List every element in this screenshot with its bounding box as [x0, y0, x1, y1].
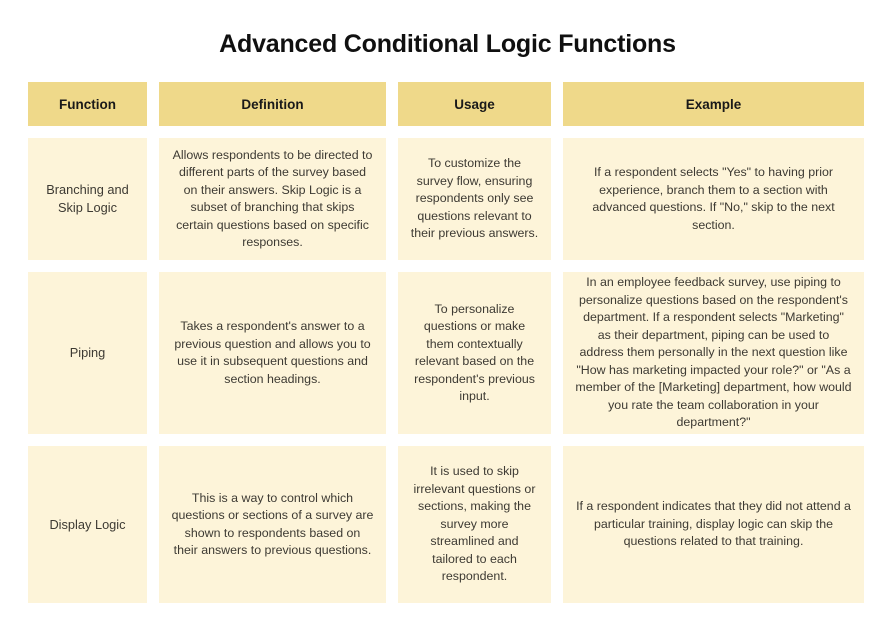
column-header-function: Function [28, 82, 147, 126]
cell-function-text: Display Logic [49, 516, 126, 532]
cell-definition: Allows respondents to be directed to dif… [159, 138, 386, 260]
cell-example-text: If a respondent selects "Yes" to having … [592, 165, 835, 232]
column-header-example: Example [563, 82, 864, 126]
column-header-example-label: Example [685, 96, 742, 112]
conditional-logic-table: Function Definition Usage Example Branch… [28, 82, 866, 603]
cell-definition-text: Allows respondents to be directed to dif… [172, 147, 373, 250]
cell-example-text: If a respondent indicates that they did … [576, 499, 851, 549]
table-row: Display Logic This is a way to control w… [28, 446, 866, 603]
cell-example-text: In an employee feedback survey, use pipi… [575, 275, 852, 430]
table-header-row: Function Definition Usage Example [28, 82, 866, 126]
cell-usage: To personalize questions or make them co… [398, 272, 551, 434]
cell-usage-text: To personalize questions or make them co… [414, 301, 535, 404]
cell-usage: To customize the survey flow, ensuring r… [398, 138, 551, 260]
cell-definition-text: Takes a respondent's answer to a previou… [174, 319, 371, 386]
cell-usage: It is used to skip irrelevant questions … [398, 446, 551, 603]
cell-definition-text: This is a way to control which questions… [171, 490, 374, 558]
column-header-definition-label: Definition [241, 96, 304, 112]
cell-example: If a respondent selects "Yes" to having … [563, 138, 864, 260]
column-header-definition: Definition [159, 82, 386, 126]
cell-definition: Takes a respondent's answer to a previou… [159, 272, 386, 434]
column-header-usage-label: Usage [454, 96, 495, 112]
table-row: Piping Takes a respondent's answer to a … [28, 272, 866, 434]
cell-function-text: Branching and Skip Logic [46, 182, 129, 215]
cell-usage-text: To customize the survey flow, ensuring r… [410, 156, 539, 241]
cell-function: Display Logic [28, 446, 147, 603]
column-header-usage: Usage [398, 82, 551, 126]
column-header-function-label: Function [59, 96, 116, 112]
cell-definition: This is a way to control which questions… [159, 446, 386, 603]
page-title: Advanced Conditional Logic Functions [219, 30, 676, 58]
cell-function: Piping [28, 272, 147, 434]
table-row: Branching and Skip Logic Allows responde… [28, 138, 866, 260]
cell-example: If a respondent indicates that they did … [563, 446, 864, 603]
cell-example: In an employee feedback survey, use pipi… [563, 272, 864, 434]
cell-function: Branching and Skip Logic [28, 138, 147, 260]
cell-function-text: Piping [69, 345, 106, 360]
cell-usage-text: It is used to skip irrelevant questions … [413, 464, 536, 584]
